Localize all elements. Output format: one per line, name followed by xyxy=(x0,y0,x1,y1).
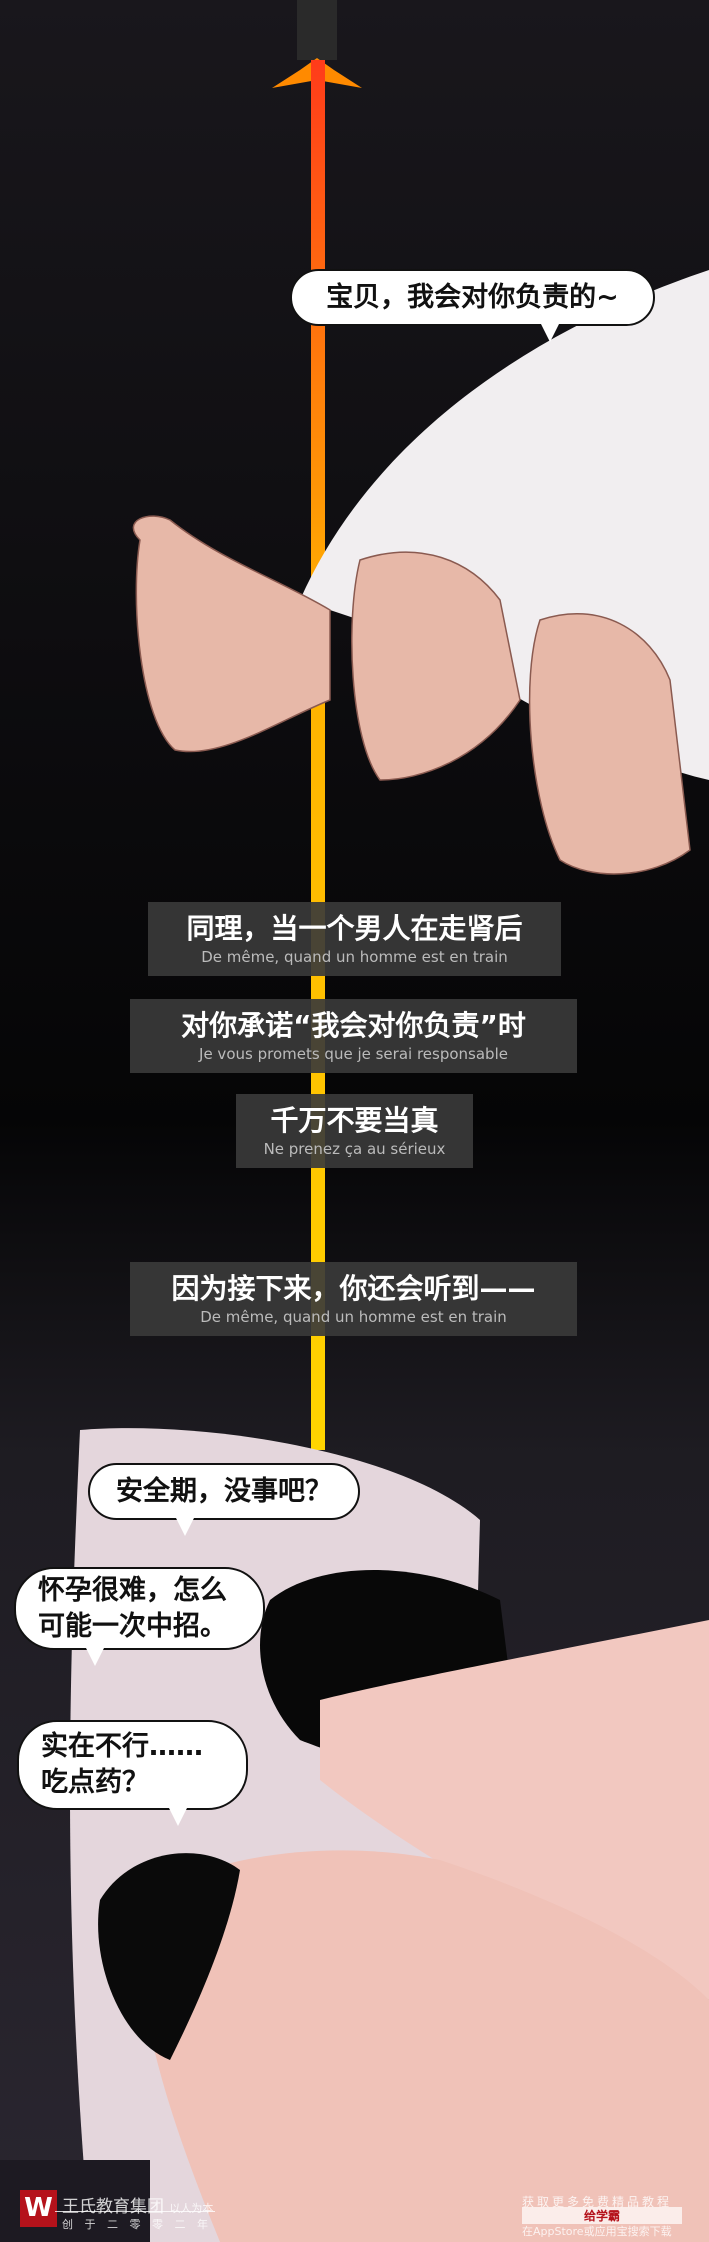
caption-fr: De même, quand un homme est en train xyxy=(201,948,508,966)
caption-4: 因为接下来，你还会听到—— De même, quand un homme es… xyxy=(130,1262,577,1336)
speech-bubble: 宝贝，我会对你负责的~ xyxy=(290,269,655,326)
speech-bubble: 实在不行…… 吃点药？ xyxy=(17,1720,248,1810)
watermark-divider xyxy=(55,2211,215,2212)
bubble-tail xyxy=(85,1646,105,1666)
watermark-logo: W xyxy=(20,2190,57,2227)
feet xyxy=(132,515,691,875)
bubble-text: 实在不行…… xyxy=(41,1731,203,1762)
bubble-text: 宝贝，我会对你负责的~ xyxy=(326,281,619,313)
caption-zh: 对你承诺“我会对你负责”时 xyxy=(181,1009,526,1042)
caption-fr: Ne prenez ça au sérieux xyxy=(263,1140,446,1158)
bubble-text: 安全期，没事吧？ xyxy=(116,1475,332,1507)
caption-zh: 千万不要当真 xyxy=(270,1104,439,1137)
man-body xyxy=(138,1850,709,2242)
bubble-tail xyxy=(175,1516,195,1536)
caption-fr: De même, quand un homme est en train xyxy=(200,1308,507,1326)
caption-2: 对你承诺“我会对你负责”时 Je vous promets que je ser… xyxy=(130,999,577,1073)
bubble-text: 吃点药？ xyxy=(41,1767,149,1798)
speech-bubble: 安全期，没事吧？ xyxy=(88,1463,360,1520)
caption-fr: Je vous promets que je serai responsable xyxy=(199,1045,508,1063)
watermark-founded: 创 于 二 零 零 二 年 xyxy=(62,2218,212,2231)
speech-bubble: 怀孕很难，怎么 可能一次中招。 xyxy=(14,1567,265,1650)
watermark-app: 给学霸 xyxy=(522,2207,682,2224)
watermark-promo: 获取更多免费精品教程 xyxy=(522,2195,673,2209)
bubble-text: 怀孕很难，怎么 xyxy=(38,1574,227,1606)
caption-1: 同理，当一个男人在走肾后 De même, quand un homme est… xyxy=(148,902,561,976)
watermark-download: 在AppStore或应用宝搜索下载 xyxy=(522,2225,672,2238)
watermark-org: 王氏教育集团 以人为本 xyxy=(62,2197,214,2217)
laser-device xyxy=(297,0,337,60)
bubble-text: 可能一次中招。 xyxy=(38,1610,227,1642)
bubble-tail xyxy=(168,1806,188,1826)
woman-body xyxy=(320,1620,709,2000)
caption-zh: 同理，当一个男人在走肾后 xyxy=(186,912,523,945)
man-hair xyxy=(98,1853,240,2060)
caption-3: 千万不要当真 Ne prenez ça au sérieux xyxy=(236,1094,473,1168)
bubble-tail xyxy=(540,322,560,342)
caption-zh: 因为接下来，你还会听到—— xyxy=(171,1272,536,1305)
